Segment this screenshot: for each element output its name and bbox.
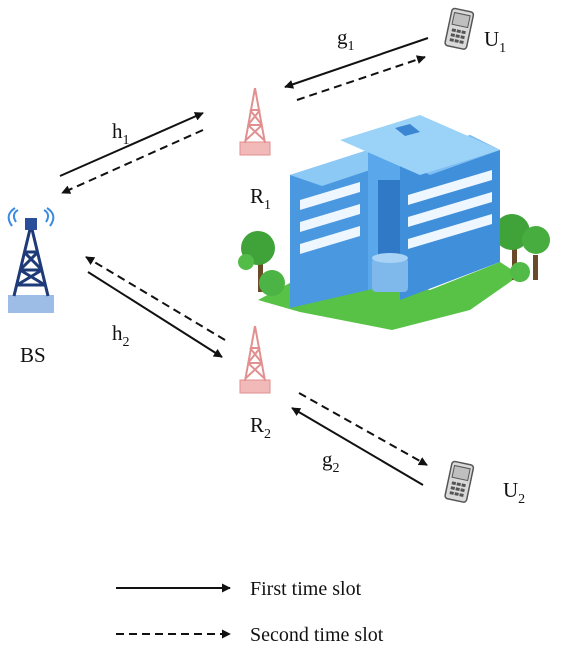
arrow-r1-to-u1-second-slot [296,55,426,101]
relay-1-tower-icon [239,87,271,156]
node-label-u1: U1 [484,27,506,56]
legend-first-time-slot: First time slot [250,578,362,600]
legend-second-time-slot: Second time slot [250,624,384,646]
arrow-r1-to-bs-second-slot [61,129,204,194]
arrow-bs-to-r1-first-slot [59,112,204,177]
node-label-bs: BS [20,343,46,367]
user-1-phone-icon [444,7,475,50]
arrow-bs-to-r2-first-slot [87,271,223,358]
node-label-r1: R1 [250,184,271,213]
arrow-u1-to-r1-first-slot [284,37,429,89]
arrow-u2-to-r2-first-slot [291,407,424,486]
relay-2-tower-icon [239,325,271,394]
link-label-h1: h1 [112,119,130,148]
link-label-g1: g1 [337,25,355,54]
node-label-r2: R2 [250,413,271,442]
node-label-u2: U2 [503,478,525,507]
building-illustration [238,115,550,330]
arrow-r2-to-u2-second-slot [298,392,428,466]
link-label-g2: g2 [322,447,340,476]
tree-right [494,214,550,282]
base-station-tower-icon [7,207,55,313]
tree-left [238,231,285,296]
user-2-phone-icon [444,460,475,503]
arrow-r2-to-bs-second-slot [85,256,226,341]
link-label-h2: h2 [112,321,130,350]
